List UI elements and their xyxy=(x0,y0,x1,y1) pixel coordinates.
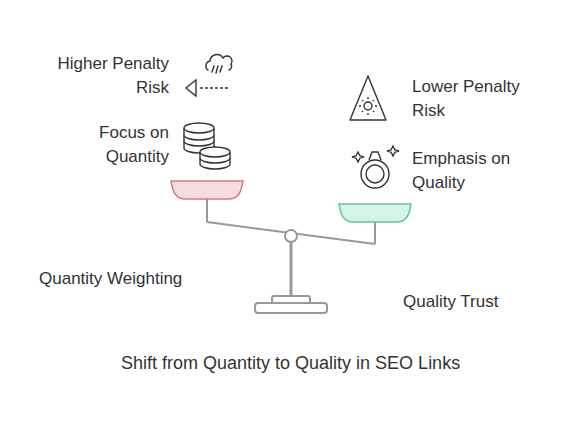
rain-cloud-icon xyxy=(206,55,232,73)
side-label: Lower Penalty Risk xyxy=(412,75,552,123)
balance-scale xyxy=(171,181,411,313)
ring-icon xyxy=(352,146,399,188)
coins-icon xyxy=(184,123,230,169)
side-label: Quantity Weighting xyxy=(39,267,289,291)
pointer-icon xyxy=(186,80,230,96)
side-label: Higher Penalty Risk xyxy=(33,52,169,100)
warning-icon xyxy=(350,76,386,120)
side-label: Emphasis on Quality xyxy=(412,147,552,195)
diagram-caption: Shift from Quantity to Quality in SEO Li… xyxy=(121,351,460,375)
side-label: Quality Trust xyxy=(403,290,573,314)
side-label: Focus on Quantity xyxy=(33,121,169,169)
